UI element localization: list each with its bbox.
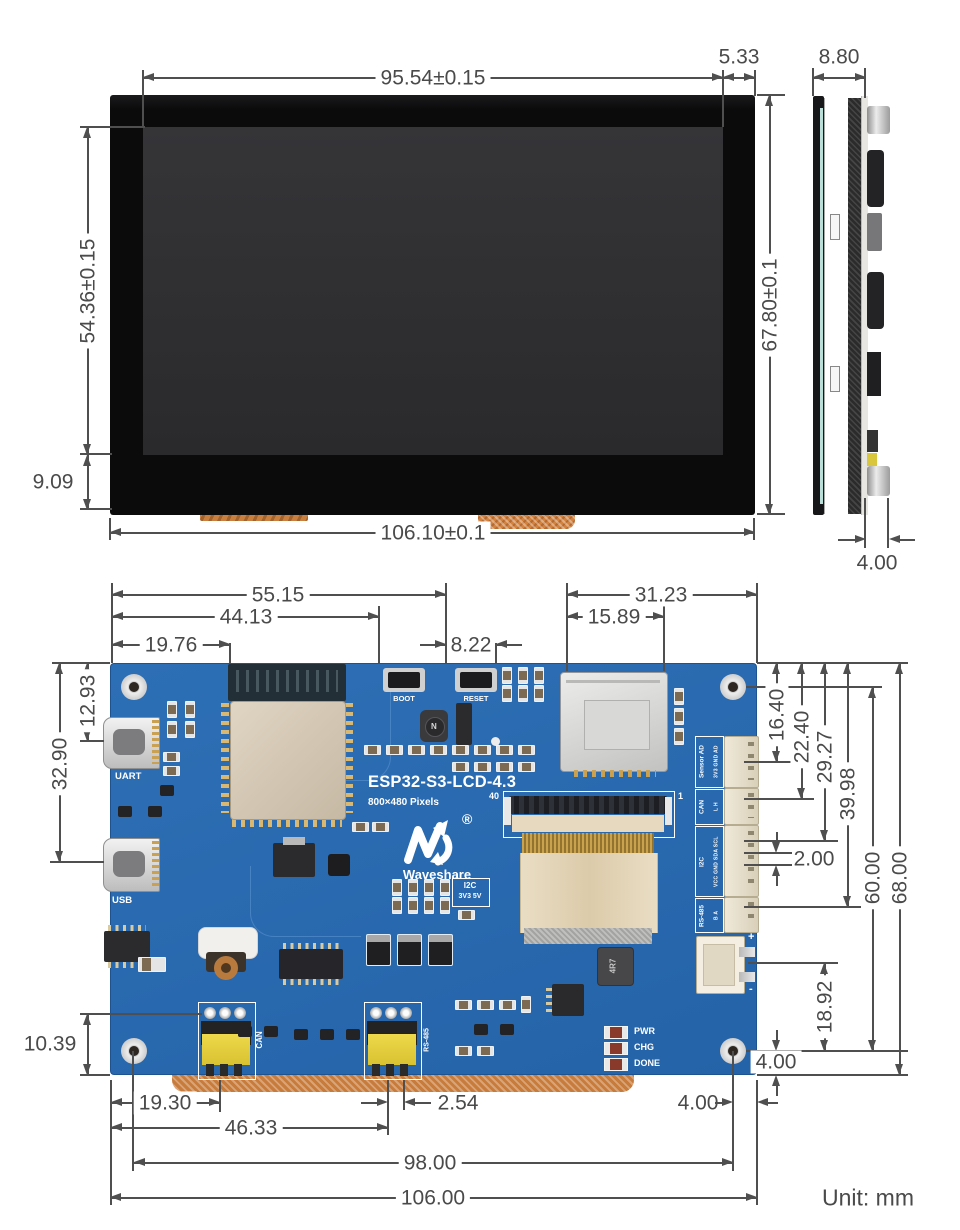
diode — [397, 934, 422, 966]
side-component-black — [867, 352, 881, 396]
esp32-pins-left — [221, 703, 229, 813]
transistor-sot223 — [273, 843, 315, 877]
led-white-dot — [491, 737, 500, 746]
led-done-label: DONE — [634, 1058, 661, 1068]
power-inductor-4r7 — [597, 947, 634, 986]
battery-plus-label: + — [748, 931, 755, 943]
lcd-active-area — [143, 127, 723, 455]
esp32-shield — [230, 701, 346, 820]
waveshare-logo-icon — [404, 820, 453, 866]
side-standoff-top — [867, 106, 890, 134]
reset-label: RESET — [463, 694, 489, 703]
board-resolution-label: 800×480 Pixels — [368, 797, 439, 808]
waveshare-brand-label: Waveshare — [402, 867, 472, 882]
diode — [428, 934, 453, 966]
usb-label: USB — [112, 895, 133, 906]
ic-soic8 — [104, 931, 150, 962]
i2c-box-pins: 3V3 5V — [458, 893, 482, 900]
ic-soic16 — [279, 949, 343, 979]
frame-slot — [830, 214, 840, 240]
uart-pins — [152, 720, 159, 764]
usb-pins — [152, 841, 159, 887]
registered-mark: ® — [462, 811, 473, 827]
led-chg — [604, 1042, 628, 1055]
side-usbc-port — [867, 272, 884, 329]
side-connector-gray — [867, 213, 882, 251]
side-foam-layer — [848, 98, 861, 514]
can-terminal-label: CAN — [255, 1031, 264, 1049]
diode — [366, 934, 391, 966]
usb-c-usb-connector — [103, 838, 160, 892]
side-standoff-bottom — [867, 466, 890, 496]
uart-port-slot — [113, 729, 145, 755]
inductor-n-marking: N — [431, 722, 437, 731]
side-metal-frame — [824, 98, 850, 514]
ic-charger — [552, 984, 584, 1016]
led-pwr-label: PWR — [634, 1026, 655, 1036]
boot-label: BOOT — [393, 694, 415, 703]
esp32-pins-bottom — [232, 819, 342, 827]
ic-qfn — [328, 854, 350, 876]
ic-small — [456, 703, 472, 745]
frame-slot — [830, 366, 840, 392]
side-usbc-port — [867, 150, 884, 207]
usb-c-uart-connector — [103, 717, 160, 769]
usb-port-slot — [113, 851, 145, 877]
side-pcb-edge — [861, 96, 868, 515]
led-pwr — [604, 1026, 628, 1039]
unit-note: Unit: mm — [822, 1184, 914, 1211]
rs485-terminal-label: RS-485 — [423, 1028, 431, 1052]
i2c-voltage-box — [452, 878, 490, 907]
inductor-4r7-marking: 4R7 — [608, 958, 618, 974]
fpc-pin40-label: 40 — [489, 791, 500, 801]
uart-label: UART — [115, 771, 142, 782]
side-backlight-edge — [820, 108, 823, 504]
side-component-small — [867, 430, 878, 452]
side-terminal-yellow — [867, 453, 877, 466]
board-model-label: ESP32-S3-LCD-4.3 — [368, 773, 517, 791]
i2c-box-title: I2C — [463, 881, 477, 890]
side-glass-layer — [813, 96, 824, 515]
led-done — [604, 1058, 628, 1071]
led-chg-label: CHG — [634, 1042, 654, 1052]
battery-minus-label: - — [749, 983, 753, 995]
fpc-pin1-label: 1 — [678, 791, 684, 801]
esp32-pins-right — [345, 703, 353, 813]
